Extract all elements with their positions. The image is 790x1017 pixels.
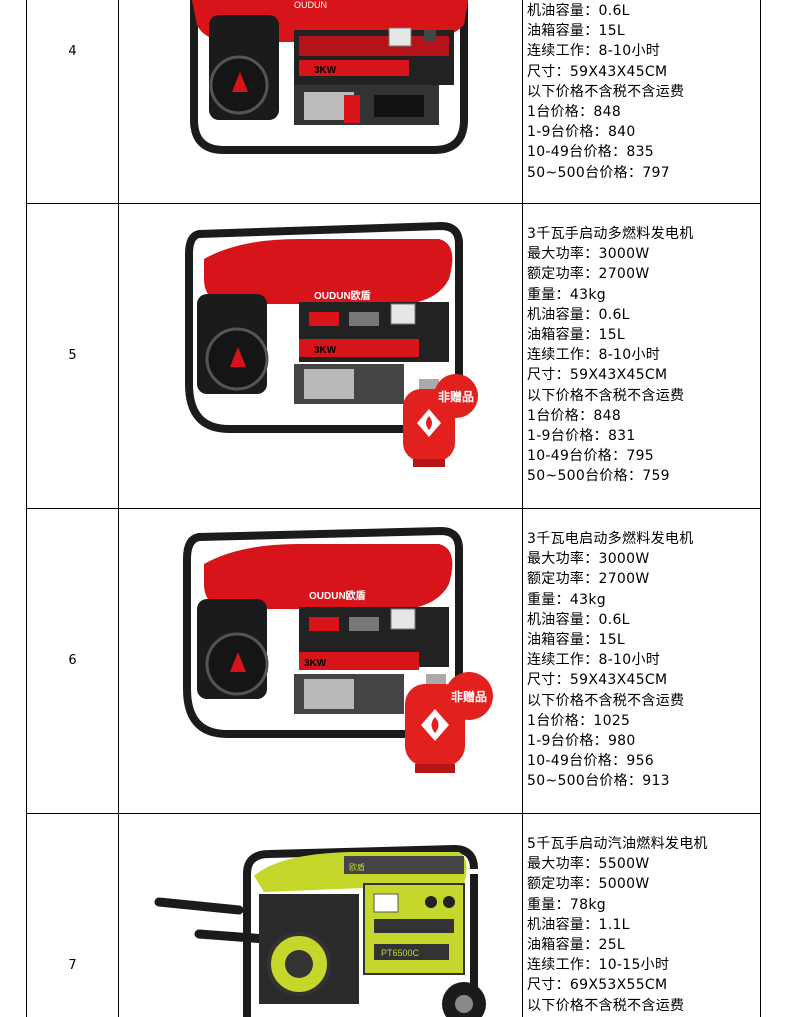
row-index: 6 (68, 653, 77, 668)
spec-line: 1-9台价格：831 (527, 427, 636, 444)
spec-list: 3千瓦手启动多燃料发电机 最大功率：3000W 额定功率：2700W 重量：43… (527, 224, 767, 486)
rating-label: 3KW (314, 345, 337, 356)
generator-image: OUDUN欧盾 3KW 非赠品 (119, 204, 522, 508)
spec-line: 10-49台价格：795 (527, 448, 655, 465)
spec-line: 额定功率：2700W (527, 571, 650, 588)
spec-line: 50~500台价格：759 (527, 468, 670, 485)
spec-line: 以下价格不含税不含运费 (527, 387, 685, 404)
spec-line: 3千瓦手启动多燃料发电机 (527, 226, 694, 242)
spec-line: 1台价格：848 (527, 407, 622, 424)
brand-label: 欧盾 (349, 862, 365, 872)
spec-line: 机油容量：0.6L (527, 306, 630, 323)
generator-image: 欧盾 PT6500C (119, 814, 522, 1017)
row-index: 7 (68, 958, 77, 973)
badge-label: 非赠品 (438, 389, 474, 404)
spec-line: 连续工作：10-15小时 (527, 957, 670, 974)
spec-list: 5千瓦手启动汽油燃料发电机 最大功率：5500W 额定功率：5000W 重量：7… (527, 834, 767, 1016)
spec-line: 以下价格不含税不含运费 (527, 83, 685, 100)
spec-line: 最大功率：3000W (527, 551, 650, 568)
spec-line: 最大功率：5500W (527, 856, 650, 873)
row-divider (26, 813, 761, 814)
spec-line: 连续工作：8-10小时 (527, 652, 661, 669)
spec-line: 机油容量：0.6L (527, 611, 630, 628)
row-divider (26, 203, 761, 204)
spec-line: 以下价格不含税不含运费 (527, 997, 685, 1014)
spec-line: 尺寸：59X43X45CM (527, 672, 668, 689)
spec-line: 重量：78kg (527, 896, 606, 913)
spec-list: 机油容量：0.6L 油箱容量：15L 连续工作：8-10小时 尺寸：59X43X… (527, 1, 767, 183)
spec-line: 机油容量：0.6L (527, 3, 630, 19)
spec-line: 尺寸：69X53X55CM (527, 977, 668, 994)
spec-line: 10-49台价格：956 (527, 753, 655, 770)
spec-line: 连续工作：8-10小时 (527, 43, 661, 60)
spec-line: 重量：43kg (527, 286, 606, 303)
spec-line: 油箱容量：15L (527, 23, 626, 40)
brand-label: OUDUN (294, 0, 327, 10)
spec-line: 额定功率：2700W (527, 266, 650, 283)
row-index: 4 (68, 44, 77, 59)
spec-line: 1台价格：848 (527, 103, 622, 120)
spec-line: 尺寸：59X43X45CM (527, 367, 668, 384)
spec-line: 1-9台价格：840 (527, 124, 636, 141)
spec-line: 油箱容量：25L (527, 936, 626, 953)
spec-line: 尺寸：59X43X45CM (527, 63, 668, 80)
generator-image: OUDUN欧盾 3KW 非赠品 (119, 509, 522, 813)
row-index: 5 (68, 348, 77, 363)
spec-line: 50~500台价格：797 (527, 164, 670, 181)
model-label: PT6500C (381, 948, 420, 958)
spec-line: 10-49台价格：835 (527, 144, 655, 161)
spec-line: 额定功率：5000W (527, 876, 650, 893)
spec-line: 1-9台价格：980 (527, 732, 636, 749)
spec-line: 油箱容量：15L (527, 631, 626, 648)
spec-list: 3千瓦电启动多燃料发电机 最大功率：3000W 额定功率：2700W 重量：43… (527, 529, 767, 791)
rating-label: 3KW (304, 658, 327, 669)
spec-line: 机油容量：1.1L (527, 916, 630, 933)
generator-image: OUDUN 3KW (119, 0, 522, 203)
spec-line: 重量：43kg (527, 591, 606, 608)
spec-line: 3千瓦电启动多燃料发电机 (527, 531, 694, 547)
spec-line: 油箱容量：15L (527, 326, 626, 343)
row-divider (26, 508, 761, 509)
spec-line: 以下价格不含税不含运费 (527, 692, 685, 709)
spec-line: 5千瓦手启动汽油燃料发电机 (527, 836, 708, 852)
brand-label: OUDUN欧盾 (309, 589, 366, 602)
spec-line: 最大功率：3000W (527, 246, 650, 263)
badge-label: 非赠品 (451, 689, 487, 704)
brand-label: OUDUN欧盾 (314, 289, 371, 302)
spec-line: 50~500台价格：913 (527, 773, 670, 790)
rating-label: 3KW (314, 65, 337, 76)
spec-line: 连续工作：8-10小时 (527, 347, 661, 364)
spec-line: 1台价格：1025 (527, 712, 631, 729)
